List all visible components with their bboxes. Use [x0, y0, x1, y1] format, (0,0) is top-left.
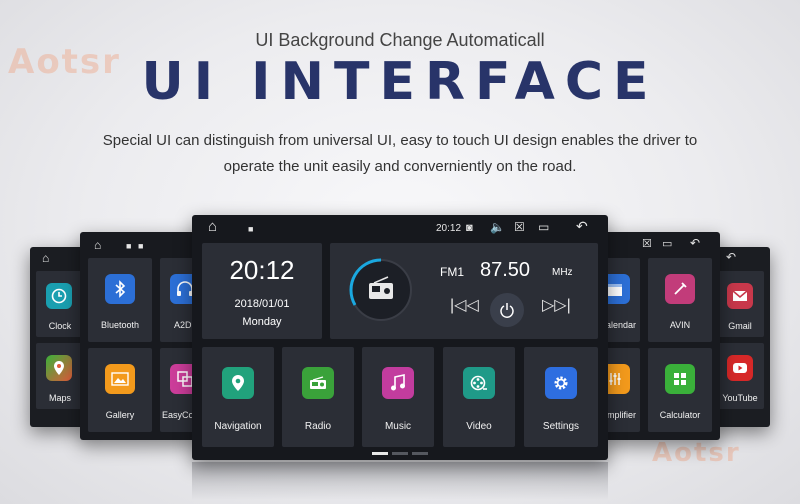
right-far-screen: ↶ Gmail YouTube [712, 247, 770, 427]
app-tile-gallery[interactable]: Gallery [88, 348, 152, 432]
calculator-icon [665, 364, 695, 394]
home-icon[interactable]: ⌂ [94, 238, 102, 252]
radio-band: FM1 [440, 265, 464, 279]
headline-title: UI INTERFACE [141, 52, 659, 112]
sd-card-icon: ■ [248, 224, 254, 234]
status-bar: ⌂ ■ ■ [80, 232, 200, 256]
app-tile-gmail[interactable]: Gmail [716, 271, 764, 337]
app-tile-navigation[interactable]: Navigation [202, 347, 274, 447]
seek-back-icon[interactable]: |◁◁ [450, 297, 479, 314]
avin-icon [665, 274, 695, 304]
app-label: Music [384, 421, 412, 432]
radio-frequency: 87.50 [480, 259, 531, 281]
main-screen: ⌂ ■ 20:12 ◙ 🔈 ☒ ▭ ↶ 20:12 2018/01/01 Mon… [192, 215, 608, 460]
status-bar: ⌂ ■ 20:12 ◙ 🔈 ☒ ▭ ↶ [192, 215, 608, 239]
app-label: Video [466, 421, 492, 432]
power-icon [500, 303, 514, 318]
volume-icon[interactable]: 🔈 [490, 220, 505, 234]
youtube-icon [727, 355, 753, 381]
app-label: AVIN [669, 320, 691, 330]
app-label: Calculator [659, 410, 701, 420]
app-tile-bluetooth[interactable]: Bluetooth [88, 258, 152, 342]
back-icon[interactable]: ↶ [726, 250, 737, 264]
back-icon[interactable]: ↶ [576, 218, 588, 234]
window-icon[interactable]: ▭ [538, 220, 550, 234]
page-dot-active[interactable] [372, 452, 388, 455]
bluetooth-icon [105, 274, 135, 304]
film-reel-icon [463, 367, 495, 399]
maps-icon [46, 355, 72, 381]
home-icon[interactable]: ⌂ [208, 218, 218, 235]
screen-reflection [192, 462, 608, 500]
app-label: Navigation [214, 421, 262, 432]
app-label: YouTube [722, 393, 758, 403]
page-dot[interactable] [412, 452, 428, 455]
page-dot[interactable] [392, 452, 408, 455]
gmail-icon [727, 283, 753, 309]
watermark-logo: Aotsr [8, 42, 121, 82]
left-far-screen: ⌂ Clock Maps [30, 247, 88, 427]
seek-forward-icon[interactable]: ▷▷| [542, 297, 571, 314]
clock-icon [46, 283, 72, 309]
clock-widget[interactable]: 20:12 2018/01/01 Monday [202, 243, 322, 339]
app-label: Settings [542, 421, 580, 432]
app-tile-video[interactable]: Video [443, 347, 515, 447]
window-icon[interactable]: ▭ [662, 238, 673, 250]
status-time: 20:12 [436, 223, 462, 234]
app-tile-settings[interactable]: Settings [524, 347, 598, 447]
left-near-screen: ⌂ ■ ■ Bluetooth A2DP Gallery EasyConnect [80, 232, 200, 440]
app-tile-radio[interactable]: Radio [282, 347, 354, 447]
app-tile-clock[interactable]: Clock [36, 271, 84, 337]
description-line-2: operate the unit easily and convernientl… [223, 158, 577, 175]
watermark-logo-bottom: Aotsr [652, 438, 741, 468]
close-box-icon[interactable]: ☒ [642, 238, 652, 250]
image-icon: ■ [126, 241, 132, 251]
status-bar: ⌂ [30, 247, 88, 271]
app-label: Clock [48, 321, 72, 331]
subtitle: UI Background Change Automaticall [255, 30, 545, 50]
sd-card-icon: ■ [138, 241, 144, 251]
back-icon[interactable]: ↶ [690, 236, 701, 250]
app-label: A2DP [174, 320, 198, 330]
app-tile-calculator[interactable]: Calculator [648, 348, 712, 432]
radio-dial-icon [348, 257, 414, 323]
status-bar: ↶ [712, 247, 770, 271]
home-icon[interactable]: ⌂ [42, 251, 50, 265]
app-label: Maps [48, 393, 71, 403]
app-tile-music[interactable]: Music [362, 347, 434, 447]
page-indicator [372, 452, 428, 456]
gear-icon [545, 367, 577, 399]
app-label: Gmail [728, 321, 752, 331]
location-pin-icon [222, 367, 254, 399]
app-label: Amplifier [600, 410, 636, 420]
close-box-icon[interactable]: ☒ [514, 220, 525, 234]
app-tile-avin[interactable]: AVIN [648, 258, 712, 342]
app-tile-youtube[interactable]: YouTube [716, 343, 764, 409]
app-label: Calendar [600, 320, 636, 330]
status-bar: ☒ ▭ ↶ [600, 232, 720, 256]
app-label: EasyConnect [162, 410, 200, 420]
radio-icon [302, 367, 334, 399]
clock-day: Monday [242, 316, 282, 328]
app-tile-maps[interactable]: Maps [36, 343, 84, 409]
clock-date: 2018/01/01 [234, 298, 290, 310]
music-note-icon [382, 367, 414, 399]
app-label: Gallery [105, 410, 135, 420]
app-label: Bluetooth [100, 320, 140, 330]
clock-time: 20:12 [229, 255, 295, 285]
app-label: Radio [304, 421, 332, 432]
picture-icon [105, 364, 135, 394]
camera-icon[interactable]: ◙ [466, 222, 473, 234]
radio-unit: MHz [552, 267, 573, 278]
radio-widget[interactable]: FM1 87.50 MHz |◁◁ ▷▷| [330, 243, 598, 339]
right-near-screen: ☒ ▭ ↶ Calendar AVIN Amplifier Calculator [600, 232, 720, 440]
description-line-1: Special UI can distinguish from universa… [102, 132, 698, 149]
power-button[interactable] [490, 293, 524, 327]
